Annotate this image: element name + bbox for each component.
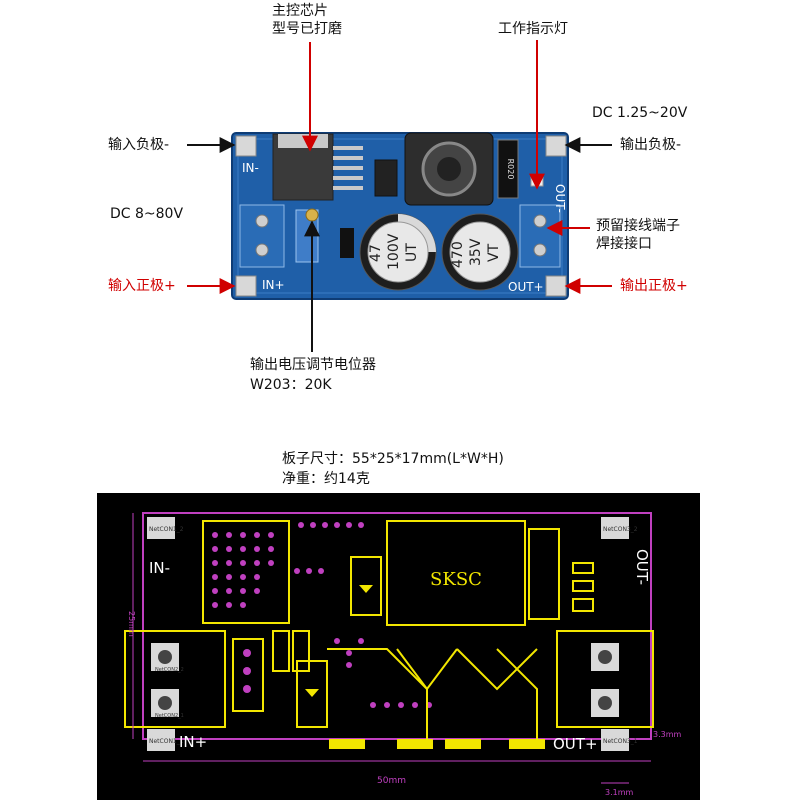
reserved-label-1: 预留接线端子 [596,218,680,234]
reserved-label-2: 焊接接口 [596,236,652,252]
pad-in-minus [235,135,257,157]
pad-label-5: NetCON2_2 [155,667,184,673]
pcb-board: R020 47 100V UT 470 35V VT IN- IN+ OUT- … [231,132,569,300]
silk-in-plus: IN+ [262,278,285,292]
pad-label-4: NetCON3_1 [603,738,638,745]
resistor-label: R020 [506,159,515,180]
dim-width: 50mm [377,776,406,786]
dim-height: 25mm [127,611,136,637]
board-size-spec: 板子尺寸：55*25*17mm(L*W*H) [282,451,504,467]
resistor [497,139,519,199]
pad-label-6: NetCON2_1 [155,713,184,719]
input-positive-label: 输入正极+ [108,278,176,294]
out-dc-range: DC 1.25~20V [592,105,688,121]
indicator-label: 工作指示灯 [498,21,568,37]
cap1-text-3: UT [404,243,420,262]
corner-pads: NetCON1_2 NetCON1_1 NetCON3_2 NetCON3_1 [147,517,638,751]
input-negative-label: 输入负极- [108,137,170,153]
cap2-text-1: 470 [450,241,466,268]
output-positive-label: 输出正极+ [620,278,688,294]
pad-out-minus [545,135,567,157]
output-negative-label: 输出负极- [620,137,682,153]
capacitor-1: 47 100V UT [359,213,437,291]
layout-in-minus: IN- [149,559,170,577]
silk-out-plus: OUT+ [508,280,544,294]
pcb-layout-drawing: NetCON1_2 NetCON1_1 NetCON3_2 NetCON3_1 … [97,493,700,800]
cap2-text-3: VT [486,243,502,262]
in-dc-range: DC 8~80V [110,206,184,222]
pad-label-3: NetCON3_2 [603,526,638,533]
board-weight-spec: 净重：约14克 [282,471,370,487]
layout-in-plus: IN+ [179,733,207,751]
module-photo-figure: R020 47 100V UT 470 35V VT IN- IN+ OUT- … [187,40,612,352]
capacitor-2: 470 35V VT [441,213,519,291]
pot-label-2: W203：20K [250,377,332,393]
layout-out-minus: OUT- [633,549,651,585]
cap1-text-2: 100V [386,233,402,270]
pad-label-2: NetCON1_1 [149,738,184,745]
dim-hole: 3.1mm [605,788,634,797]
dim-edge: 3.3mm [653,730,682,739]
pad-in-plus [235,275,257,297]
silk-in-minus: IN- [242,161,259,175]
cap1-text-1: 47 [368,244,384,262]
chip-label-1: 主控芯片 [272,3,328,19]
inductor-label: SKSC [430,569,482,590]
cap2-text-2: 35V [468,238,484,266]
pad-out-plus [545,275,567,297]
pot-label-1: 输出电压调节电位器 [250,357,376,373]
layout-out-plus: OUT+ [553,735,598,753]
pad-label-1: NetCON1_2 [149,526,184,533]
silk-out-minus: OUT- [553,184,567,213]
chip-label-2: 型号已打磨 [272,21,342,37]
